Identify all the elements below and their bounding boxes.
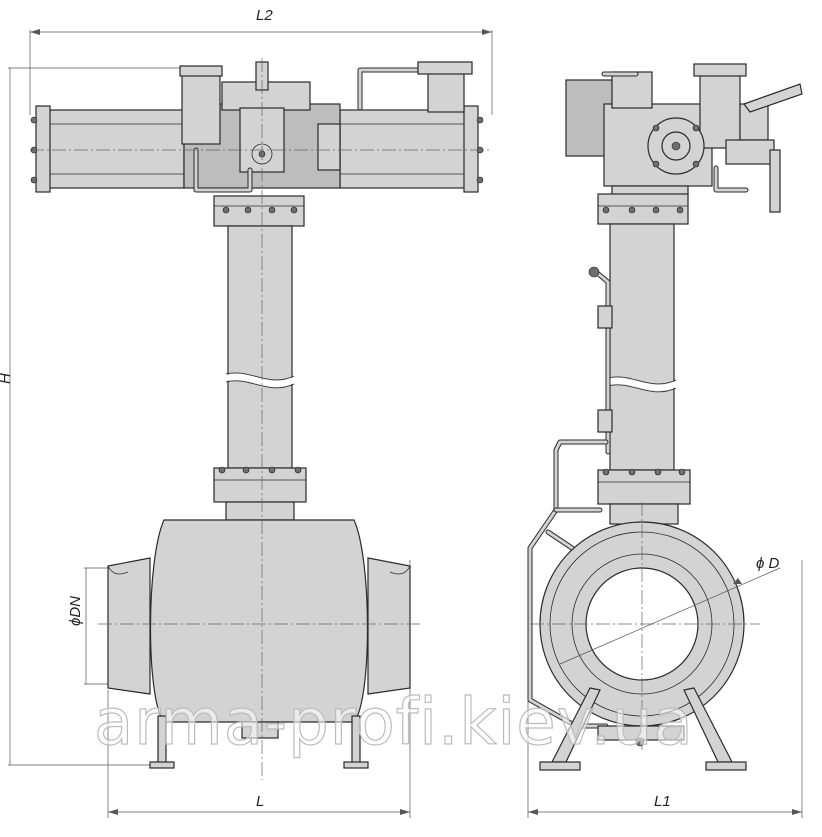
dimension-l2: L2	[29, 7, 493, 115]
dimension-d-label: ϕ D	[756, 555, 780, 572]
front-ball-body	[107, 519, 411, 739]
dimension-dn: ϕDN	[67, 567, 120, 685]
front-support	[149, 715, 369, 769]
front-top-flange	[213, 195, 305, 227]
dimension-l-label: L	[256, 793, 264, 810]
front-view: L2 H ϕDN L	[0, 7, 493, 818]
side-actuator	[565, 63, 803, 213]
dimension-l2-label: L2	[256, 7, 273, 24]
side-bypass-pipe	[527, 439, 609, 729]
dimension-dn-label: ϕDN	[67, 596, 84, 626]
dimension-l1-label: L1	[654, 793, 671, 810]
watermark-text: arma-profi.kiev.ua	[94, 686, 694, 760]
front-lower-flange	[213, 466, 307, 521]
side-support	[539, 687, 747, 771]
side-view: L1	[527, 63, 803, 818]
side-stem	[588, 223, 678, 471]
dimension-h-label: H	[0, 373, 14, 384]
dimension-h: H	[0, 67, 185, 766]
side-lower-flange	[597, 468, 691, 525]
side-top-flange	[597, 193, 689, 225]
front-stem	[225, 225, 296, 469]
front-actuator	[30, 61, 484, 193]
side-ring-body: ϕ D	[530, 502, 781, 750]
